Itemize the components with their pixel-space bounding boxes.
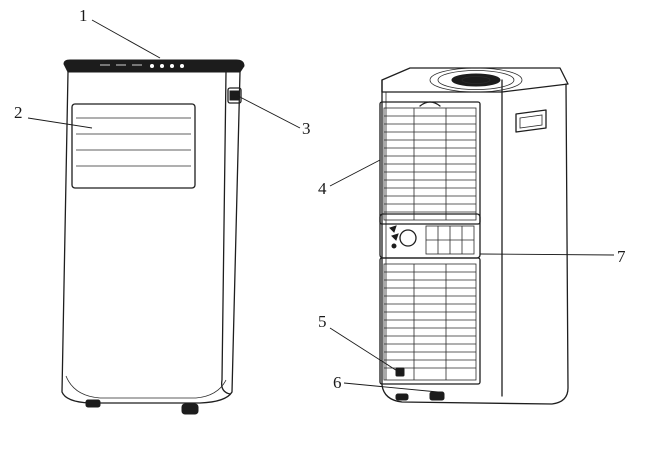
side-handle [227, 87, 242, 104]
rear-side-handle [515, 109, 547, 133]
top-lid [381, 67, 569, 93]
leader-line-2 [27, 117, 93, 129]
callout-2: 2 [14, 103, 23, 122]
callout-labels: 1 2 3 4 5 6 7 [14, 6, 626, 392]
callout-7: 7 [617, 247, 626, 266]
upper-air-filter [379, 101, 481, 225]
exhaust-outlet-panel [379, 213, 481, 259]
leader-lines [27, 19, 615, 393]
leader-line-5 [329, 327, 403, 375]
callout-4: 4 [318, 179, 327, 198]
leader-line-3 [237, 95, 301, 129]
lower-air-filter [379, 257, 481, 385]
rear-view-unit [379, 67, 569, 405]
leader-line-1 [91, 19, 161, 59]
front-view-unit [61, 59, 245, 415]
callout-5: 5 [318, 312, 327, 331]
leader-line-4 [329, 159, 381, 187]
control-panel-top [63, 59, 245, 73]
rear-casters [395, 391, 445, 401]
leader-line-7 [479, 253, 615, 256]
callout-3: 3 [302, 119, 311, 138]
air-outlet-louver [71, 103, 196, 189]
callout-1: 1 [79, 6, 88, 25]
drain-outlet [395, 367, 405, 377]
callout-6: 6 [333, 373, 342, 392]
front-casters [85, 399, 199, 415]
leader-line-6 [343, 382, 439, 393]
